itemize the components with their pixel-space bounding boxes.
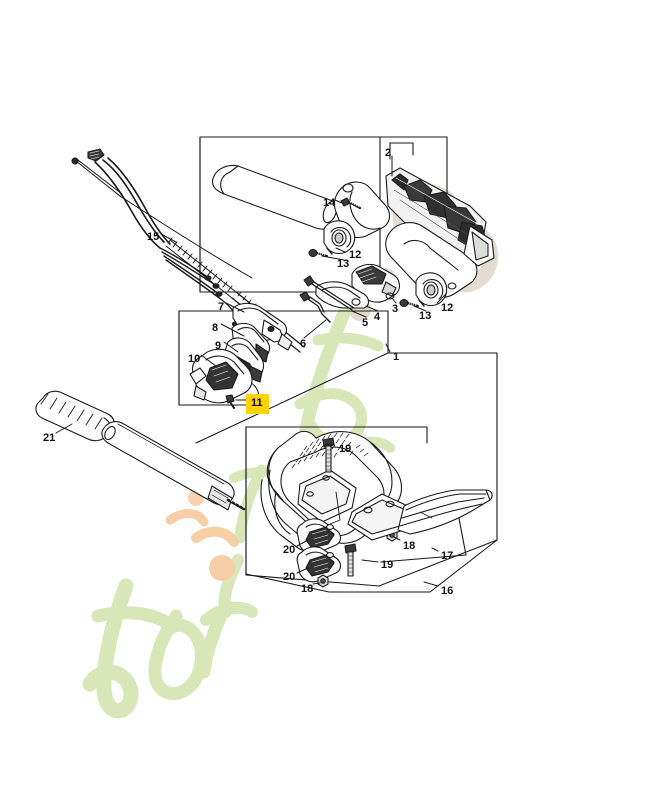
part-6-linkage-rod-short	[299, 291, 331, 323]
part-3-slide-knob	[351, 263, 401, 303]
part-18-nut-lower	[317, 574, 329, 588]
group-box-11	[178, 310, 256, 406]
part-4-control-lever	[315, 281, 370, 309]
part-20-clamp-lower	[296, 546, 342, 583]
part-12-cable-clamp-lower	[415, 272, 448, 307]
part-13-screw-lower	[399, 299, 419, 307]
group-box-2	[389, 142, 414, 160]
part-12-cable-clamp-upper	[323, 220, 356, 255]
part-17-support-bracket	[347, 489, 493, 541]
part-19-bolt-lower	[344, 543, 357, 577]
part-14-screw	[340, 197, 362, 210]
part-10-trigger-housing	[189, 348, 253, 409]
part-20-clamp-upper	[296, 518, 342, 555]
part-13-screw-upper	[308, 249, 328, 257]
leader-lines	[55, 155, 447, 587]
part-2-handle-housing	[211, 164, 495, 299]
part-5-linkage-rod	[303, 275, 355, 311]
shaft-tube	[101, 421, 246, 511]
